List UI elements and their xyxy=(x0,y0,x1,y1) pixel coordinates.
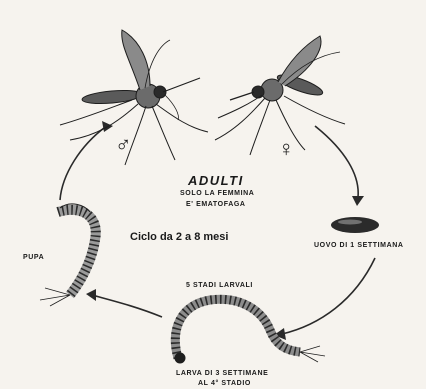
egg-label: UOVO DI 1 SETTIMANA xyxy=(314,242,404,249)
female-symbol: ♀ xyxy=(278,136,295,162)
pupa-label: PUPA xyxy=(23,254,44,261)
larval-stages-label: 5 STADI LARVALI xyxy=(186,282,253,289)
larva-label-line2: AL 4° STADIO xyxy=(198,380,251,387)
larva-label-line1: LARVA DI 3 SETTIMANE xyxy=(176,370,268,377)
egg-highlight xyxy=(338,220,362,225)
adults-note-line2: E' EMATOFAGA xyxy=(186,201,246,208)
cycle-duration: Ciclo da 2 a 8 mesi xyxy=(130,231,228,243)
egg xyxy=(331,217,379,233)
male-symbol: ♂ xyxy=(115,132,132,158)
adults-note-line1: SOLO LA FEMMINA xyxy=(180,190,254,197)
adults-title: ADULTI xyxy=(188,173,244,188)
